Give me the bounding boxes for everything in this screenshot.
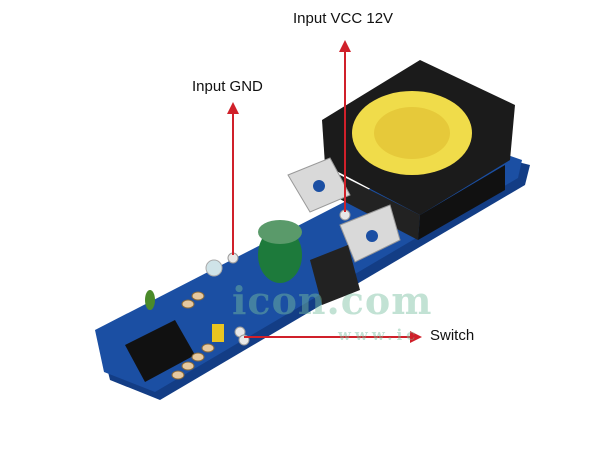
mosfet-bottom [310, 204, 401, 305]
capacitor [258, 220, 302, 283]
gnd-arrow [227, 102, 239, 255]
vcc-annotation: Input VCC 12V [293, 10, 394, 27]
watermark-main: icon.com [232, 278, 433, 323]
tantalum-cap [212, 324, 224, 342]
ic-chip [125, 320, 195, 382]
mosfet-top [287, 157, 351, 213]
gnd-annotation: Input GND [192, 78, 263, 95]
small-cap [145, 290, 155, 310]
vcc-arrow [339, 40, 351, 212]
switch-arrow [244, 331, 422, 343]
led [205, 259, 223, 277]
resistor-array [171, 291, 215, 380]
watermark-sub: www.ic [338, 326, 420, 344]
switch-annotation: Switch [430, 327, 475, 344]
transformer [322, 60, 515, 240]
